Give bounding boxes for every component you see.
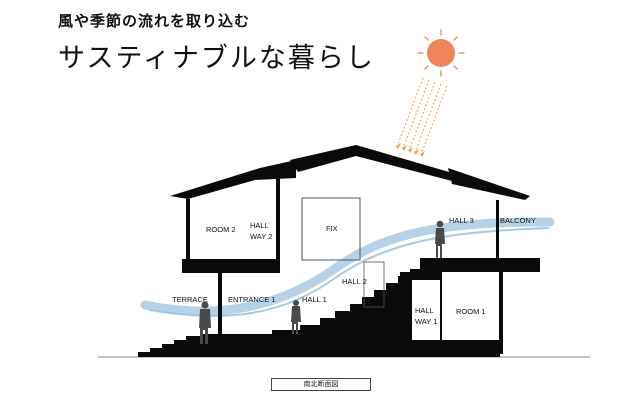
label-balcony: BALCONY [500, 216, 536, 225]
person-icon [291, 300, 301, 334]
person-icon [199, 301, 211, 344]
label-fix: FIX [326, 224, 338, 233]
label-terrace: TERRACE [172, 295, 208, 304]
building-structure [138, 145, 540, 357]
label-room1: ROOM 1 [456, 307, 486, 316]
diagram-subtitle: 風や季節の流れを取り込む [58, 12, 251, 30]
diagram-title: サスティナブルな暮らし [58, 43, 375, 74]
label-hall1: HALL 1 [302, 295, 327, 304]
person-icon [435, 220, 445, 258]
label-room2: ROOM 2 [206, 225, 236, 234]
door-frame [363, 261, 385, 308]
diagram-caption: 南北断面図 [271, 378, 371, 391]
label-hall3: HALL 3 [449, 216, 474, 225]
label-entrance1: ENTRANCE 1 [228, 295, 276, 304]
sun-icon [417, 29, 465, 77]
fix-window [301, 197, 361, 261]
label-hall2: HALL 2 [342, 277, 367, 286]
hallway1-space [412, 280, 440, 340]
label-hallway1-line1: HALL [415, 306, 434, 315]
label-hallway2-line1: HALL [250, 221, 269, 230]
sunlight-arrows-icon [397, 77, 448, 153]
label-hallway2-line2: WAY 2 [250, 232, 272, 241]
label-hallway1-line2: WAY 1 [415, 317, 437, 326]
